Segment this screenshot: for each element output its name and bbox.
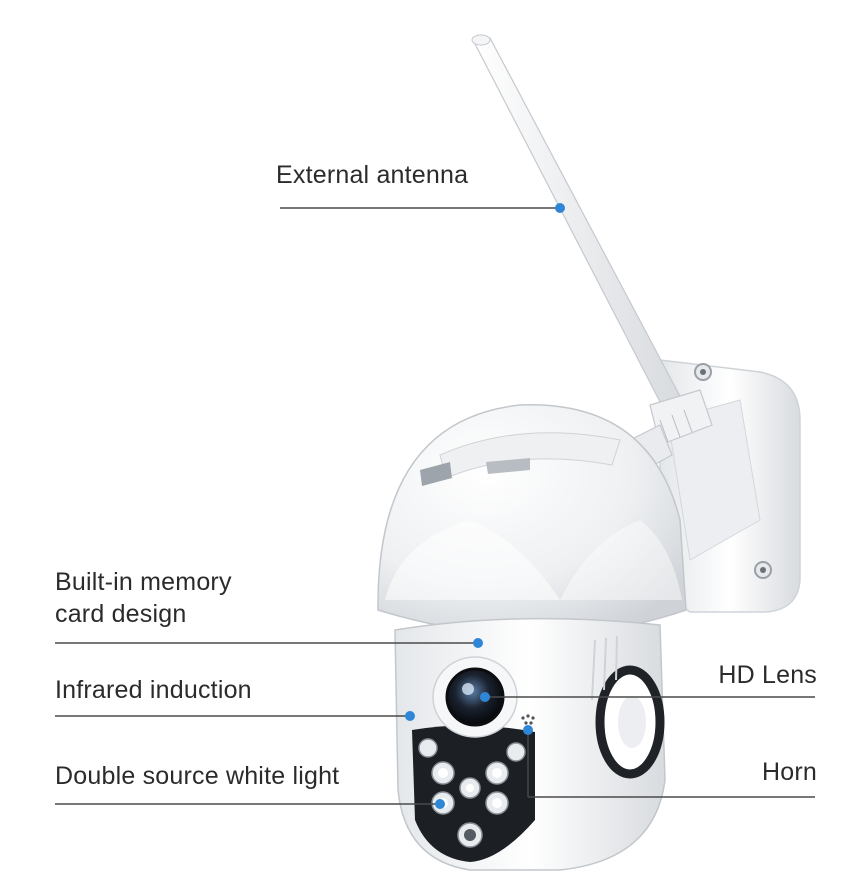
label-memory-card-line1: Built-in memory bbox=[55, 568, 232, 596]
marker-infrared-dot bbox=[405, 711, 415, 721]
marker-antenna-dot bbox=[555, 203, 565, 213]
leader-lines bbox=[55, 207, 815, 805]
camera-dome bbox=[377, 404, 687, 636]
label-external-antenna: External antenna bbox=[276, 161, 469, 189]
marker-horn-dot bbox=[523, 725, 533, 735]
label-double-source-white-light: Double source white light bbox=[55, 762, 340, 790]
label-horn: Horn bbox=[762, 758, 817, 786]
marker-white-light-dot bbox=[435, 799, 445, 809]
label-hd-lens: HD Lens bbox=[718, 661, 817, 689]
label-infrared-induction: Infrared induction bbox=[55, 676, 252, 704]
marker-hd-lens-dot bbox=[480, 692, 490, 702]
marker-memory-card-dot bbox=[473, 638, 483, 648]
label-memory-card-line2: card design bbox=[55, 600, 187, 628]
camera-housing bbox=[394, 617, 666, 871]
callout-markers bbox=[405, 203, 565, 809]
